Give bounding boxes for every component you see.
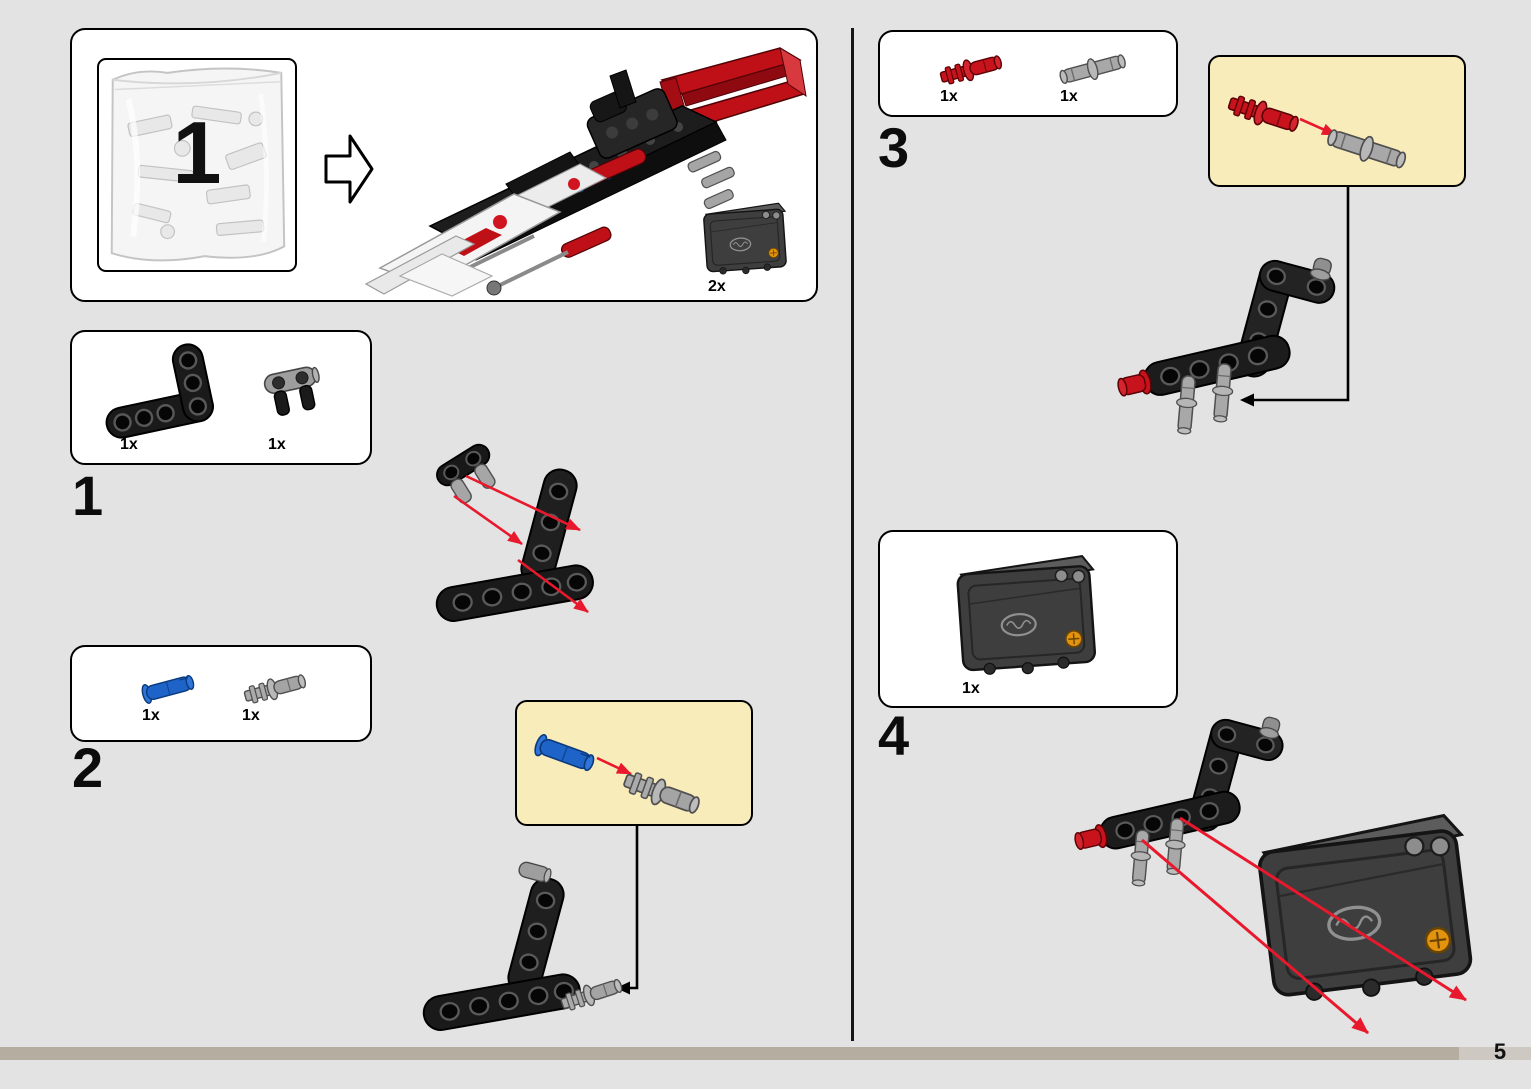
liftarm-illustration bbox=[98, 340, 217, 442]
black-arrow-icon bbox=[1240, 393, 1254, 407]
part-qty: 1x bbox=[962, 680, 980, 697]
step-3-number: 3 bbox=[878, 116, 910, 179]
step-3-callout-diagram bbox=[1225, 90, 1410, 174]
step-2-inset-callout bbox=[515, 700, 753, 826]
pin-connector-part bbox=[436, 443, 496, 504]
gray-axle-pin-illustration bbox=[241, 669, 309, 707]
open-arrow-icon bbox=[324, 134, 374, 204]
step-1-number: 1 bbox=[72, 464, 104, 527]
parts-bag-illustration bbox=[110, 67, 286, 262]
parts-bag-box: 1 bbox=[97, 58, 297, 272]
step-1-assembly-diagram bbox=[432, 443, 597, 625]
step-2-number: 2 bbox=[72, 736, 104, 799]
step-2-callout-diagram bbox=[531, 732, 704, 820]
step-3-assembly-diagram bbox=[1112, 232, 1367, 447]
step-4-number: 4 bbox=[878, 704, 910, 767]
bag-contents-panel: 1 bbox=[70, 28, 818, 302]
step-4-assembly-diagram bbox=[1068, 688, 1482, 1035]
connector-illustration bbox=[262, 364, 327, 419]
part-qty: 1x bbox=[940, 88, 958, 105]
blue-pin-illustration bbox=[139, 671, 197, 705]
step-3-parts-panel: 1x 1x bbox=[878, 30, 1178, 117]
step-2-assembly-diagram bbox=[419, 861, 625, 1031]
nose-white bbox=[364, 151, 608, 297]
race-car-model-illustration bbox=[364, 46, 807, 297]
callout-pointer-line-3 bbox=[1240, 187, 1350, 407]
part-qty: 1x bbox=[120, 436, 138, 453]
progress-bar-end bbox=[1459, 1047, 1531, 1060]
battery-box-qty: 2x bbox=[708, 278, 726, 295]
gray-pin-illustration bbox=[1057, 49, 1129, 88]
insertion-arrows bbox=[453, 474, 589, 614]
column-divider bbox=[851, 28, 854, 1041]
part-qty: 1x bbox=[242, 707, 260, 724]
black-arrow-icon bbox=[616, 981, 630, 995]
battery-box-illustration-small bbox=[702, 202, 790, 278]
part-qty: 1x bbox=[142, 707, 160, 724]
part-qty: 1x bbox=[1060, 88, 1078, 105]
step-4-parts-panel: 1x bbox=[878, 530, 1178, 708]
step-2-parts-panel: 1x 1x bbox=[70, 645, 372, 742]
callout-pointer-line-2 bbox=[616, 826, 639, 995]
step-3-inset-callout bbox=[1208, 55, 1466, 187]
insertion-arrows bbox=[1141, 816, 1467, 1035]
page-number: 5 bbox=[1493, 1039, 1507, 1064]
bag-number: 1 bbox=[172, 103, 222, 202]
part-qty: 1x bbox=[268, 436, 286, 453]
red-axle-pin-illustration bbox=[937, 50, 1005, 88]
step-1-parts-panel: 1x 1x bbox=[70, 330, 372, 465]
battery-box-illustration bbox=[955, 554, 1102, 678]
battery-box-large bbox=[1253, 811, 1482, 1011]
progress-bar bbox=[0, 1047, 1459, 1060]
